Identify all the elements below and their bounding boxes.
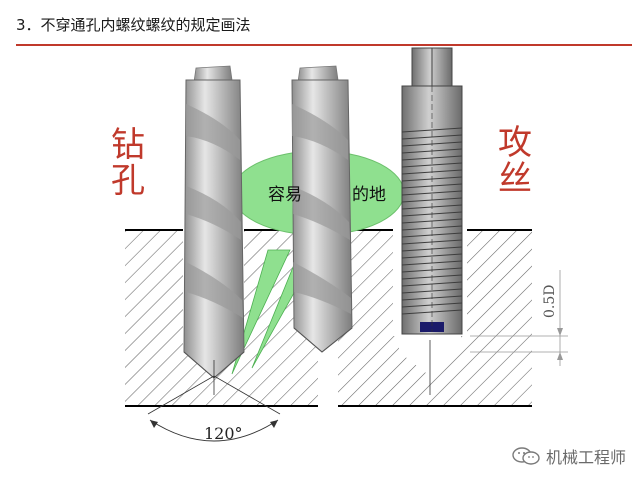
depth-label: 0.5D (542, 285, 558, 319)
tap-tool (401, 47, 463, 335)
callout-text: 容易 (268, 185, 302, 205)
page-title: 3．不穿通孔内螺纹螺纹的规定画法 (16, 16, 251, 34)
left-label-1: 钻 (111, 125, 145, 165)
angle-label: 120° (204, 424, 243, 443)
right-label-1: 攻 (498, 123, 532, 163)
thread-ridge (401, 127, 463, 133)
watermark: 机械工程师 (512, 444, 626, 468)
thread-ridge (401, 190, 463, 196)
thread-ridge (401, 162, 463, 168)
right-label-2: 丝 (498, 159, 532, 199)
watermark-text: 机械工程师 (545, 448, 626, 467)
left-label-2: 孔 (111, 161, 145, 201)
depth-dimension (470, 270, 568, 366)
thread-ridge (401, 288, 463, 294)
title-underline (16, 44, 632, 46)
thread-ridge (401, 253, 463, 259)
drill-bit-middle (291, 65, 353, 353)
thread-ridge (401, 225, 463, 231)
callout-text-tail: 的地 (352, 185, 386, 205)
drill-bit-left (183, 65, 245, 379)
wechat-icon (512, 447, 540, 465)
title-bar: 3．不穿通孔内螺纹螺纹的规定画法 (0, 0, 640, 46)
angle-dimension (147, 375, 281, 442)
